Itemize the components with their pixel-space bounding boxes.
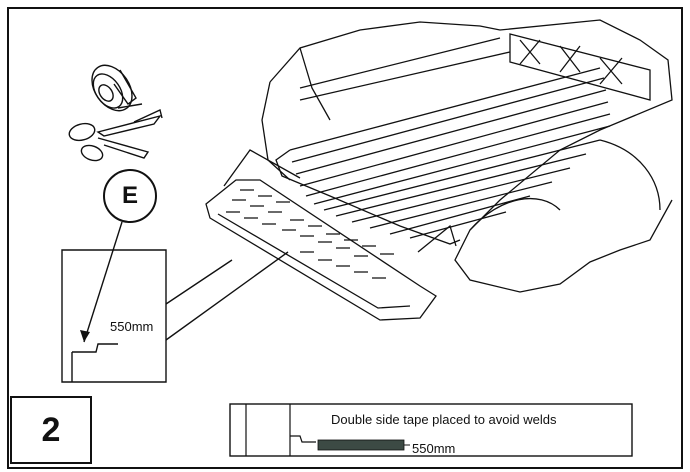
note-box (229, 403, 633, 457)
tape-strip (317, 439, 405, 451)
callout-letter: E (121, 182, 138, 209)
callout-leader (83, 221, 123, 343)
page-frame (7, 7, 683, 469)
scissors-icon (68, 109, 163, 162)
detail-inset (61, 249, 289, 383)
step-box: 2 (10, 396, 92, 464)
truck-bed-illustration (205, 19, 673, 321)
callout-circle (103, 169, 157, 223)
tape-roll-icon (91, 64, 143, 112)
note-text: Double side tape placed to avoid welds (331, 412, 557, 427)
detail-dimension-label: 550mm (110, 319, 154, 334)
note-dimension-label: 550mm (412, 441, 456, 456)
step-number: 2 (41, 410, 61, 449)
